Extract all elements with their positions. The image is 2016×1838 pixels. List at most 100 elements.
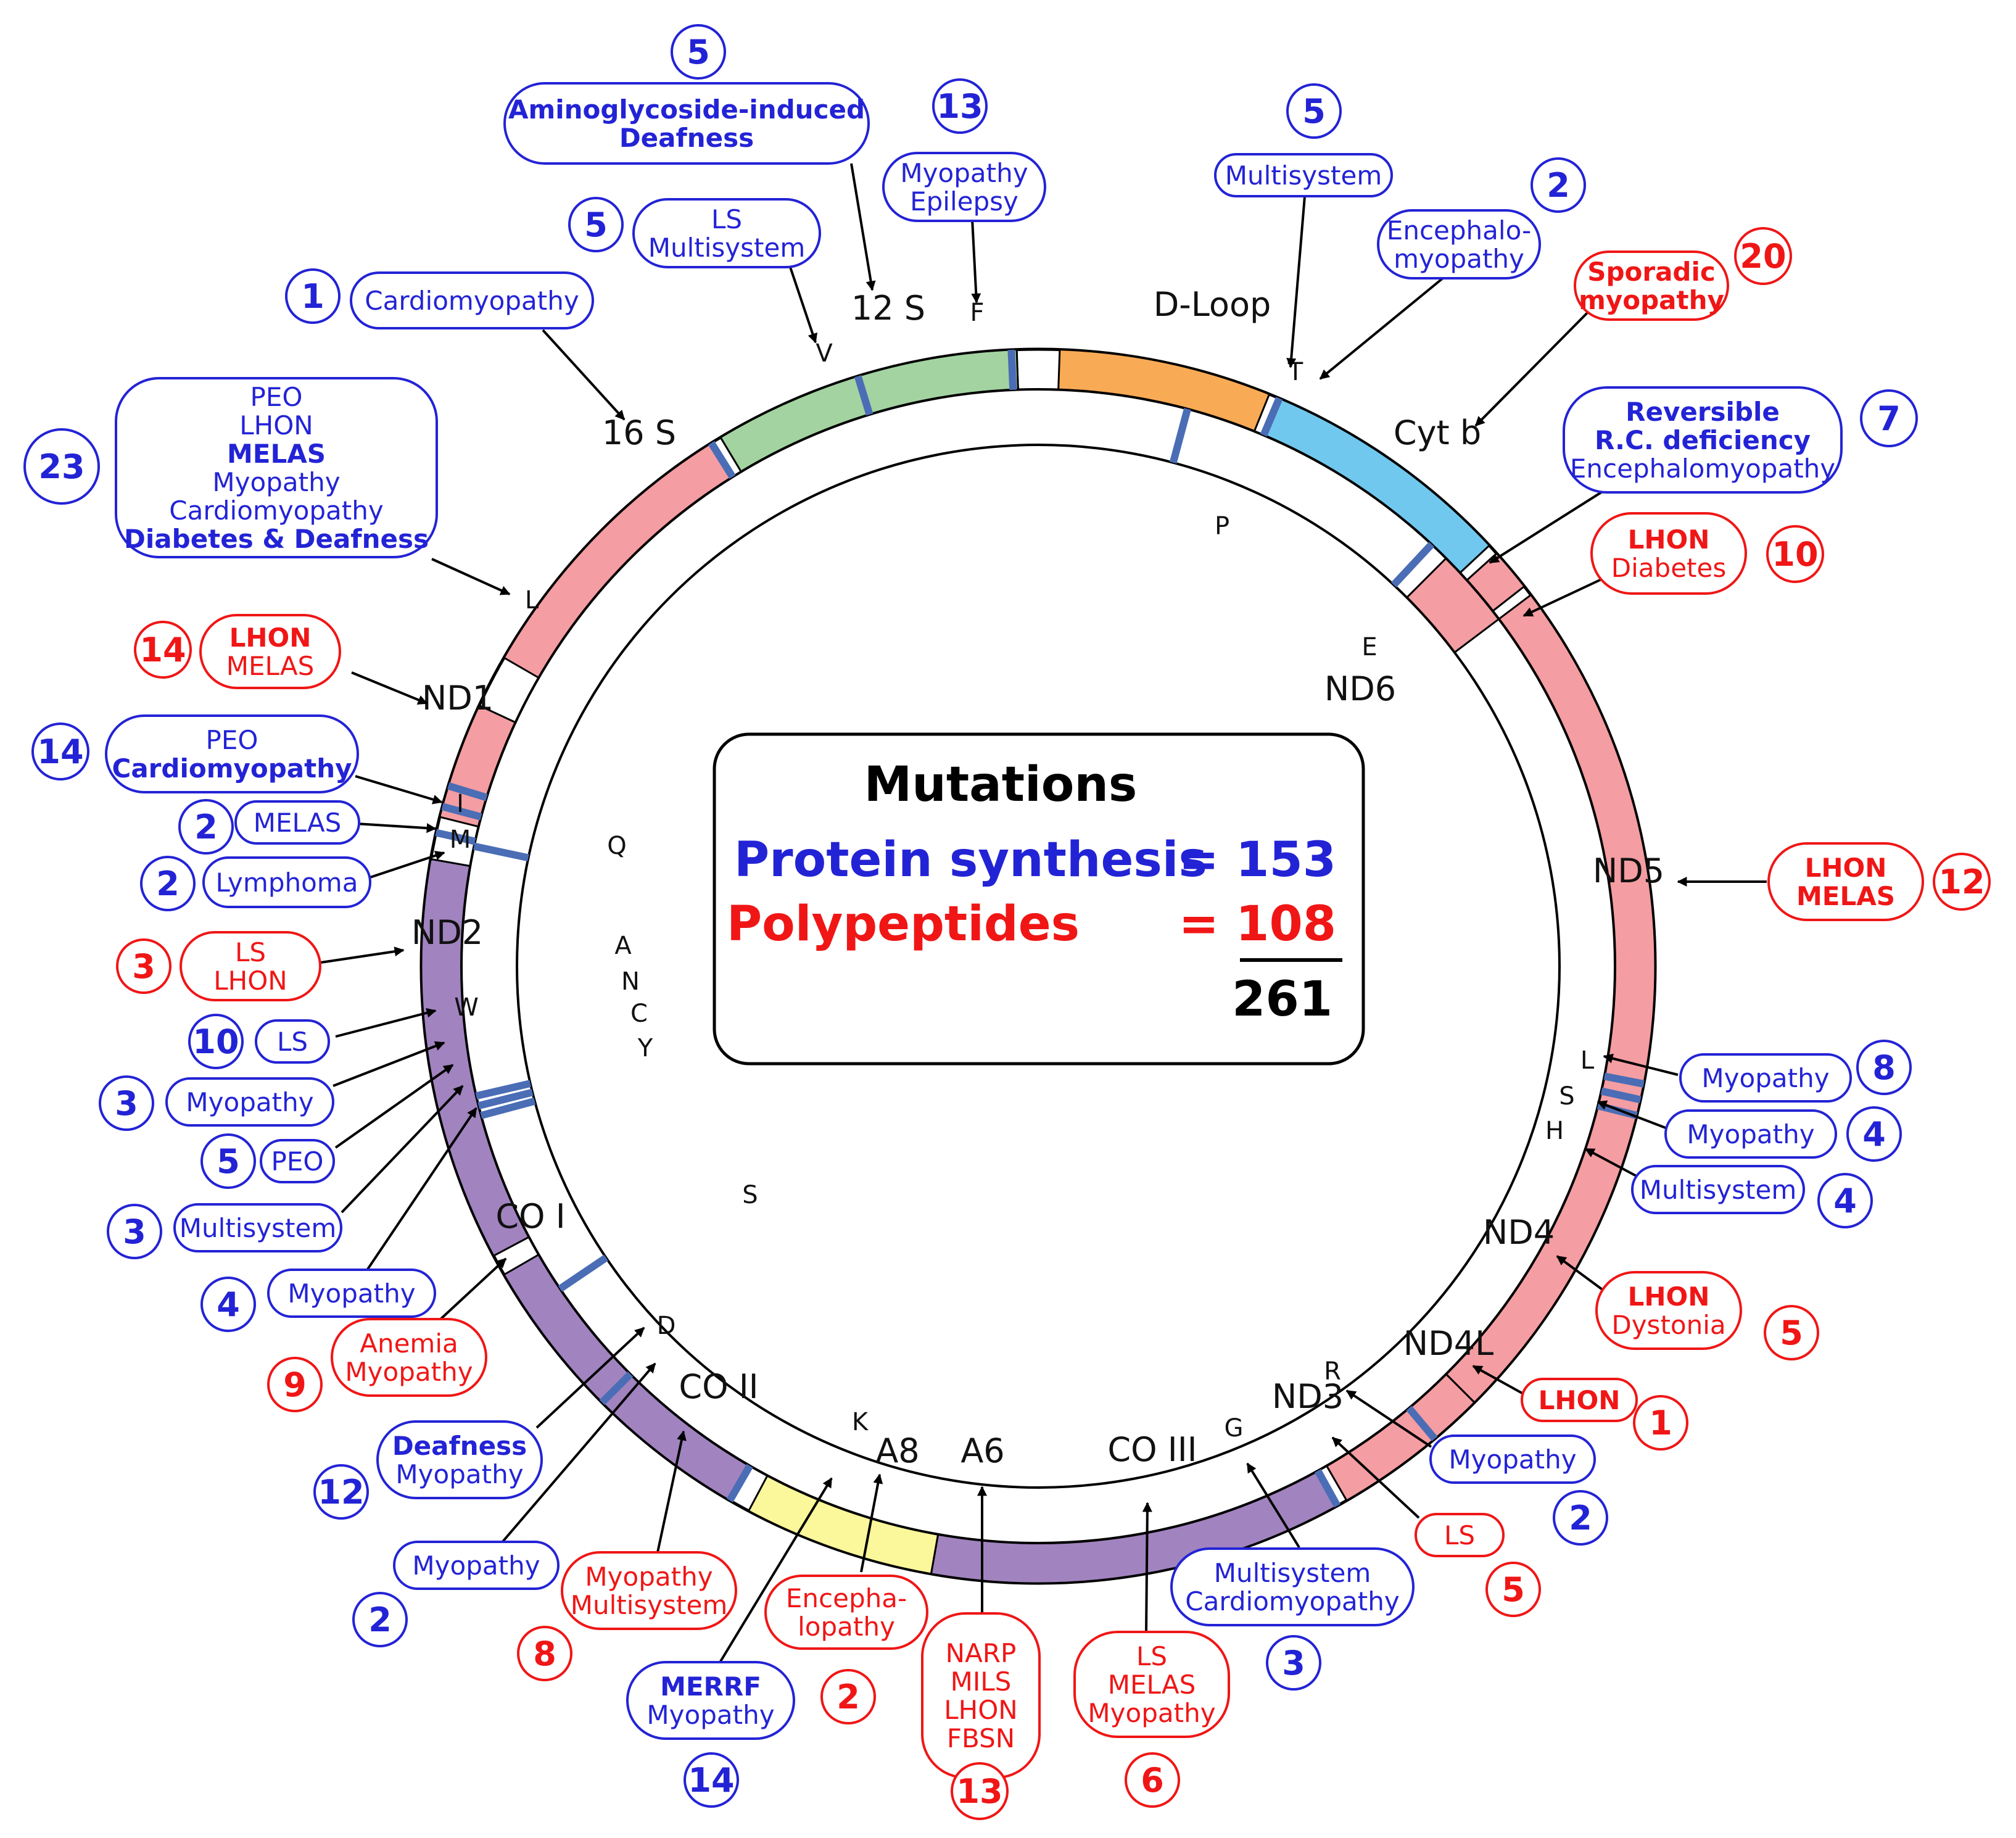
annotation-arrow xyxy=(431,558,511,595)
disease-box xyxy=(503,82,870,165)
disease-label: MELAS xyxy=(227,439,326,469)
annotation-arrow xyxy=(356,822,437,834)
trna-label: L xyxy=(1580,1046,1595,1075)
mutation-count: 1 xyxy=(1649,1404,1672,1443)
count-circle xyxy=(200,1133,256,1189)
disease-label: Cardiomyopathy xyxy=(169,495,383,526)
polypeptides-label: Polypeptides xyxy=(727,896,1080,952)
gene-label: CO III xyxy=(1107,1430,1197,1469)
disease-label: LHON xyxy=(213,966,287,996)
count-circle xyxy=(671,24,726,80)
disease-label: Sporadic xyxy=(1587,257,1716,287)
trna-bar xyxy=(477,1088,534,1110)
annotation-arrow xyxy=(1603,1053,1679,1076)
disease-label: Diabetes xyxy=(1611,553,1726,583)
disease-label: LHON xyxy=(1539,1385,1621,1415)
disease-label: Myopathy xyxy=(647,1700,774,1730)
mutation-count: 3 xyxy=(1282,1644,1305,1683)
annotation-arrow xyxy=(333,1041,445,1087)
disease-label: MELAS xyxy=(1108,1670,1196,1700)
disease-label: Myopathy xyxy=(1088,1698,1215,1728)
trna-bar xyxy=(1260,397,1283,437)
disease-box xyxy=(1377,209,1541,279)
disease-label: LHON xyxy=(229,623,312,653)
disease-label: Encepha- xyxy=(786,1583,907,1613)
disease-label: lopathy xyxy=(798,1612,895,1642)
disease-label: LHON xyxy=(1628,524,1710,555)
disease-label: R.C. deficiency xyxy=(1595,425,1811,455)
count-circle xyxy=(200,1277,256,1332)
trna-label: H xyxy=(1545,1117,1564,1145)
disease-box xyxy=(632,198,821,268)
disease-label: Multisystem xyxy=(180,1213,337,1243)
annotation-arrow xyxy=(1345,1389,1432,1448)
trna-bar xyxy=(435,829,476,845)
polypeptides-value: = 108 xyxy=(1179,896,1336,952)
annotation-arrow xyxy=(1142,1502,1152,1633)
disease-box xyxy=(105,714,359,793)
trna-bar xyxy=(447,782,488,801)
count-circle xyxy=(1764,1305,1819,1360)
trna-label: P xyxy=(1215,512,1229,540)
disease-box xyxy=(165,1077,334,1127)
count-circle xyxy=(285,268,341,324)
disease-label: Encephalomyopathy xyxy=(1570,453,1835,484)
mutation-count: 4 xyxy=(217,1285,240,1324)
trna-bar xyxy=(473,842,529,862)
trna-bar xyxy=(726,1463,753,1503)
annotation-arrow xyxy=(1597,1100,1666,1129)
disease-label: Multisystem xyxy=(1214,1558,1371,1588)
disease-label: Multisystem xyxy=(1225,160,1382,191)
disease-box xyxy=(1679,1053,1852,1103)
gene-label: CO I xyxy=(495,1197,565,1236)
count-circle xyxy=(1286,83,1342,139)
mutation-count: 2 xyxy=(1569,1499,1592,1538)
disease-box xyxy=(1415,1513,1505,1557)
annotation-arrow xyxy=(1246,1462,1300,1549)
disease-box xyxy=(180,931,321,1001)
disease-label: Myopathy xyxy=(585,1562,713,1592)
disease-label: Myopathy xyxy=(345,1357,473,1387)
mutation-count: 14 xyxy=(688,1761,734,1800)
trna-bar xyxy=(1603,1072,1645,1088)
mutation-count: 5 xyxy=(217,1142,240,1181)
mutation-count: 7 xyxy=(1877,399,1901,438)
trna-label: G xyxy=(1225,1414,1244,1443)
disease-label: MELAS xyxy=(226,651,315,681)
disease-label: Dystonia xyxy=(1611,1310,1725,1340)
trna-label: E xyxy=(1361,633,1377,661)
annotation-arrow xyxy=(1522,573,1614,617)
count-circle xyxy=(267,1357,323,1412)
trna-label: M xyxy=(450,826,471,854)
count-circle xyxy=(23,428,100,505)
annotation-arrow xyxy=(542,329,626,421)
disease-label: Multisystem xyxy=(1640,1175,1797,1205)
trna-bar xyxy=(480,1097,536,1119)
mutation-count: 3 xyxy=(115,1084,138,1123)
gene-label: 12 S xyxy=(851,289,925,328)
disease-label: Myopathy xyxy=(395,1459,523,1489)
annotation-arrow xyxy=(438,1257,507,1322)
disease-label: LS xyxy=(235,937,266,967)
count-circle xyxy=(107,1204,162,1259)
inner-ring-edge xyxy=(516,444,1561,1489)
gene-label: ND1 xyxy=(422,679,494,718)
trna-label: Q xyxy=(607,832,626,860)
disease-box xyxy=(115,377,438,558)
gene-label: ND3 xyxy=(1272,1377,1344,1416)
trna-label: C xyxy=(630,1000,648,1028)
disease-label: Cardiomyopathy xyxy=(365,286,579,316)
mutation-count: 2 xyxy=(368,1600,392,1639)
mutation-count: 1 xyxy=(301,277,324,316)
annotation-arrow xyxy=(1472,1365,1531,1399)
annotation-arrow xyxy=(370,850,445,879)
